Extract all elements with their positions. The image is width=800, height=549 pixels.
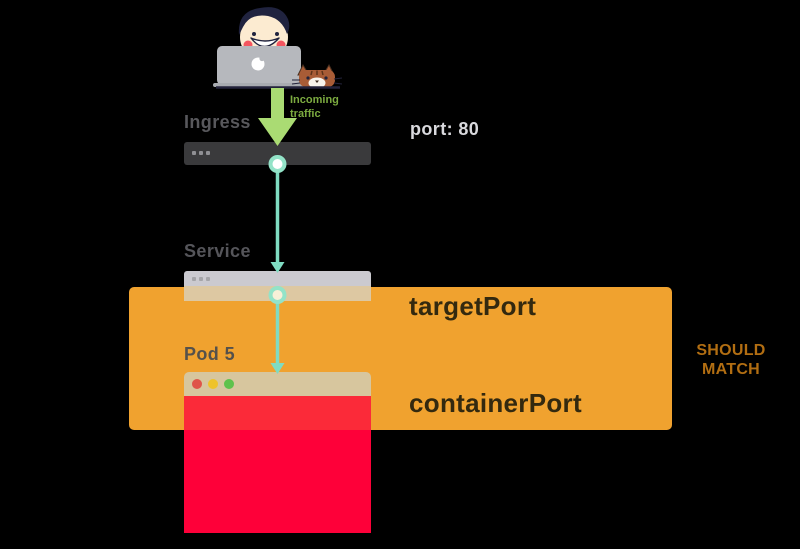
laptop-icon bbox=[213, 46, 305, 87]
container-port-label: containerPort bbox=[409, 388, 582, 418]
incoming-traffic-line1: Incoming bbox=[290, 94, 339, 106]
should-match-line2: MATCH bbox=[701, 361, 761, 378]
ingress-label: Ingress bbox=[184, 112, 251, 132]
service-window-bar bbox=[184, 271, 371, 301]
pod-titlebar bbox=[184, 372, 371, 396]
developer-at-laptop-illustration bbox=[213, 7, 343, 89]
ingress-window-bar bbox=[184, 142, 371, 165]
service-label: Service bbox=[184, 241, 251, 261]
cat-icon bbox=[291, 63, 343, 89]
window-dots-icon bbox=[192, 277, 210, 281]
should-match-line1: SHOULD bbox=[696, 342, 766, 359]
incoming-traffic-label: Incoming traffic bbox=[290, 93, 339, 121]
target-port-label: targetPort bbox=[409, 291, 537, 321]
window-dots-icon bbox=[192, 151, 210, 155]
window-control-dots-icon bbox=[192, 379, 234, 389]
window-control-yellow-icon bbox=[208, 379, 218, 389]
service-bar-body bbox=[184, 286, 371, 301]
service-bar-header bbox=[184, 271, 371, 286]
pod-container-body bbox=[184, 396, 371, 533]
pod-label: Pod 5 bbox=[184, 344, 236, 364]
window-control-green-icon bbox=[224, 379, 234, 389]
incoming-traffic-line2: traffic bbox=[290, 108, 321, 120]
port-80-label: port: 80 bbox=[410, 119, 480, 139]
window-control-red-icon bbox=[192, 379, 202, 389]
pod-window bbox=[184, 372, 371, 533]
should-match-label: SHOULD MATCH bbox=[671, 341, 791, 379]
